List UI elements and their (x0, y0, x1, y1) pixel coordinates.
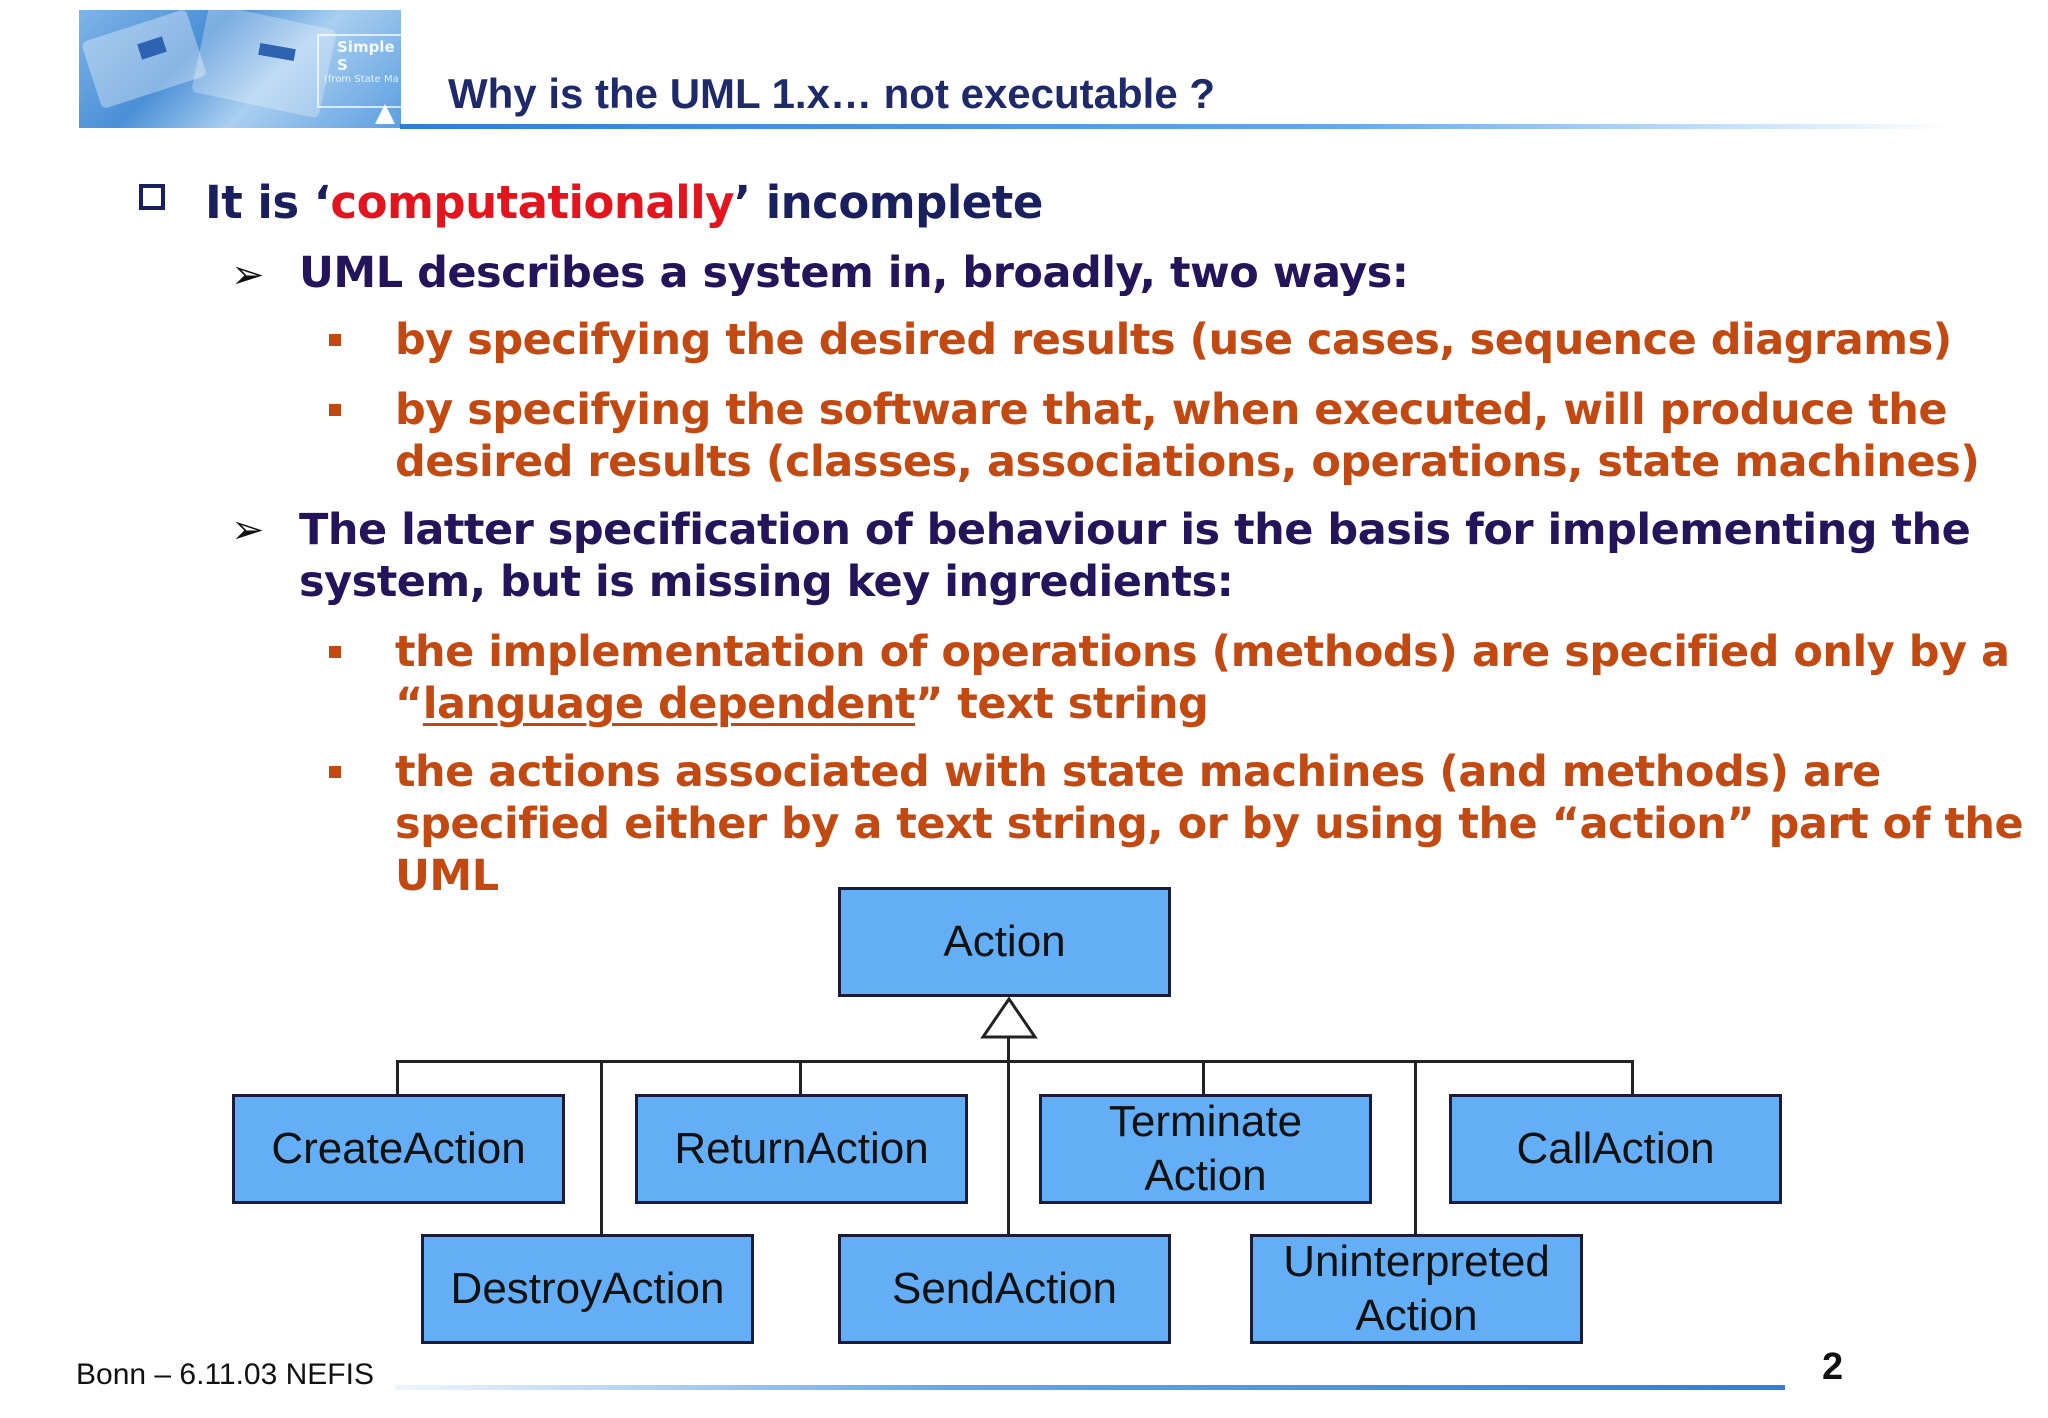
checkbox-bullet-icon (139, 184, 165, 210)
box-create-action-label: CreateAction (271, 1124, 526, 1173)
logo-triangle-icon (375, 104, 395, 124)
connector-terminate (1202, 1060, 1205, 1096)
connector-send (1007, 1036, 1010, 1236)
box-uninterpreted-line-1: Uninterpreted (1283, 1237, 1550, 1286)
square-bullet-icon (329, 334, 341, 346)
title-underline (400, 124, 1950, 129)
box-terminate-line-2: Action (1144, 1151, 1267, 1200)
box-send-action-label: SendAction (891, 1264, 1118, 1313)
box-send-action: SendAction (838, 1234, 1171, 1344)
sub-bullet-1-text: UML describes a system in, broadly, two … (299, 248, 1409, 298)
logo-mini-frame (317, 34, 401, 108)
main-bullet-suffix: ’ incomplete (733, 176, 1043, 229)
square-bullet-icon (329, 646, 341, 658)
generalization-arrow-icon (980, 996, 1038, 1039)
box-destroy-action-label: DestroyAction (450, 1264, 725, 1313)
sub-item-4-line-3: UML (395, 851, 499, 901)
sub-item-1: by specifying the desired results (use c… (329, 314, 1952, 366)
sub-bullet-2-line-2: system, but is missing key ingredients: (299, 557, 1234, 607)
sub-item-3-line-2: “language dependent” text string (395, 678, 2010, 730)
box-create-action: CreateAction (232, 1094, 565, 1204)
box-uninterpreted-action: Uninterpreted Action (1250, 1234, 1583, 1344)
connector-destroy (600, 1060, 603, 1236)
arrow-bullet-icon: ➢ (231, 252, 265, 298)
sub-item-2: by specifying the software that, when ex… (329, 384, 1980, 488)
logo-text: Simple S (337, 38, 395, 74)
square-bullet-icon (329, 404, 341, 416)
connector-create (396, 1060, 399, 1096)
sub-item-3-line-1: the implementation of operations (method… (395, 627, 2010, 677)
arrow-bullet-icon: ➢ (231, 507, 265, 553)
main-bullet: It is ‘computationally’ incomplete (139, 176, 1043, 229)
box-return-action-label: ReturnAction (674, 1124, 929, 1173)
footer-line (395, 1385, 1785, 1390)
sub-bullet-1: ➢ UML describes a system in, broadly, tw… (231, 248, 1409, 298)
sub-bullet-2-line-1: The latter specification of behaviour is… (299, 505, 1971, 555)
header-logo: Simple S (from State Ma (79, 10, 401, 128)
box-action: Action (838, 887, 1171, 997)
slide-title: Why is the UML 1.x… not executable ? (448, 70, 1216, 117)
page-number: 2 (1822, 1346, 1844, 1388)
box-uninterpreted-line-2: Action (1355, 1291, 1478, 1340)
sub-item-4: the actions associated with state machin… (329, 746, 2024, 902)
sub-item-1-line: by specifying the desired results (use c… (395, 315, 1952, 365)
sub-item-2-line-1: by specifying the software that, when ex… (395, 385, 1948, 435)
sub-item-3: the implementation of operations (method… (329, 626, 2010, 730)
box-action-label: Action (943, 917, 1066, 966)
box-return-action: ReturnAction (635, 1094, 968, 1204)
main-bullet-prefix: It is ‘ (205, 176, 331, 229)
box-destroy-action: DestroyAction (421, 1234, 754, 1344)
footer-text: Bonn – 6.11.03 NEFIS (76, 1358, 374, 1391)
box-call-action-label: CallAction (1516, 1124, 1715, 1173)
sub-item-4-line-2: specified either by a text string, or by… (395, 799, 2024, 849)
open-quote: “ (395, 679, 423, 729)
connector-uninterpreted (1414, 1060, 1417, 1236)
connector-call (1631, 1060, 1634, 1096)
sub-bullet-2: ➢ The latter specification of behaviour … (231, 504, 1971, 608)
sub-item-4-line-1: the actions associated with state machin… (395, 747, 1881, 797)
box-terminate-action: Terminate Action (1039, 1094, 1372, 1204)
underlined-phrase: language dependent (422, 679, 916, 729)
square-bullet-icon (329, 766, 341, 778)
horizontal-connector (396, 1060, 1634, 1063)
box-call-action: CallAction (1449, 1094, 1782, 1204)
logo-subtext: (from State Ma (324, 74, 399, 85)
sub-item-2-line-2: desired results (classes, associations, … (395, 437, 1980, 487)
main-bullet-highlight: computationally (330, 176, 734, 229)
box-terminate-line-1: Terminate (1108, 1097, 1303, 1146)
line-rest: ” text string (915, 679, 1209, 729)
connector-return (799, 1060, 802, 1096)
